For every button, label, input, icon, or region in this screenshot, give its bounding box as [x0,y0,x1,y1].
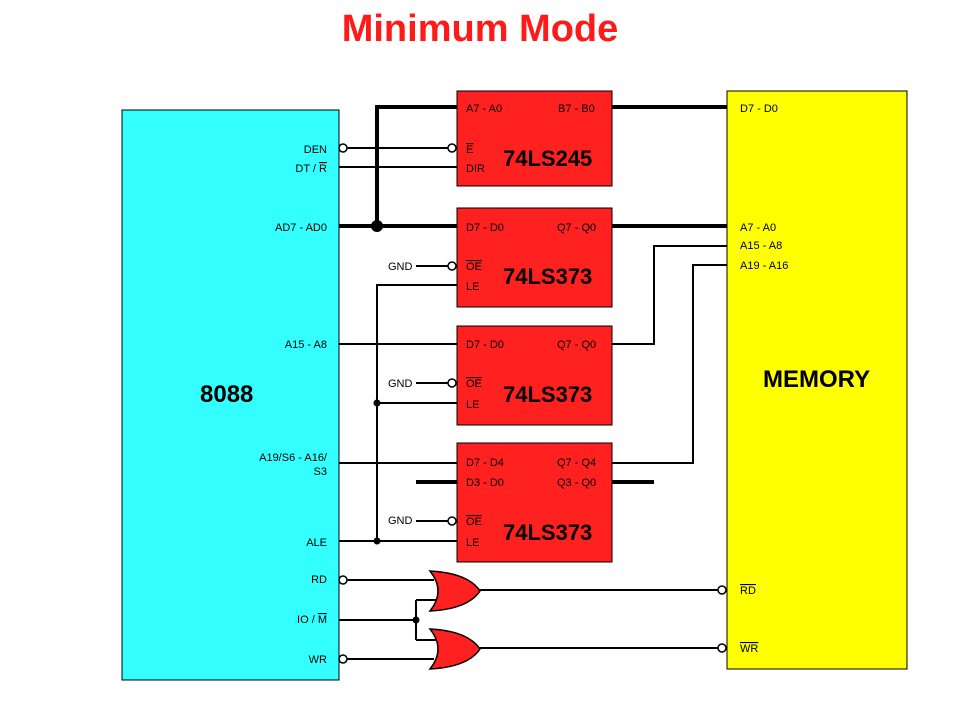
transceiver-pin-e: E [466,144,473,156]
data-bus [339,105,727,484]
transceiver-74ls245 [456,90,613,187]
transceiver-pin-dir: DIR [466,163,485,175]
latch3-pin-q-lo: Q3 - Q0 [557,477,596,489]
latch3-gnd-label: GND [388,515,413,527]
memory-pin-a7: A7 - A0 [740,222,776,234]
memory-name: MEMORY [763,366,870,393]
latch1-pin-d: D7 - D0 [466,222,504,234]
cpu-pin-dtr: DT / R [295,163,327,175]
latch-74ls373-low [456,207,613,308]
transceiver-pin-b: B7 - B0 [558,103,595,115]
latch3-name: 74LS373 [503,520,592,545]
cpu-pin-iom-prefix: IO / [297,614,318,626]
cpu-pin-a19-line1: A19/S6 - A16/ [259,452,328,464]
latch2-pin-q: Q7 - Q0 [557,339,596,351]
cpu-pin-dtr-bar: R [319,163,327,175]
gate-input-wires [339,579,718,660]
cpu-pin-a15: A15 - A8 [285,339,327,351]
latch2-pin-oe: OE [466,378,482,390]
memory-pin-a15: A15 - A8 [740,240,782,252]
memory-pin-wr: WR [740,643,758,655]
ale-junction-dot-2 [373,537,381,545]
cpu-pin-den: DEN [304,144,327,156]
cpu-pin-iom: IO / M [297,614,327,626]
cpu-pin-wr: WR [309,654,327,666]
inversion-bubbles [338,143,727,664]
ale-junction-dot-1 [373,399,381,407]
latch1-name: 74LS373 [503,264,592,289]
latch3-pin-oe: OE [466,516,482,528]
latch2-pin-d: D7 - D0 [466,339,504,351]
latch3-pin-d-lo: D3 - D0 [466,477,504,489]
cpu-pin-a19-line2: S3 [314,466,327,478]
control-wires [339,147,457,542]
latch2-name: 74LS373 [503,382,592,407]
transceiver-name: 74LS245 [503,146,592,171]
iom-junction-dot [412,616,420,624]
cpu-pin-rd: RD [311,574,327,586]
latch3-pin-le: LE [466,537,479,549]
latch1-gnd-label: GND [388,261,413,273]
latch3-pin-q-hi: Q7 - Q4 [557,457,596,469]
latch2-pin-le: LE [466,399,479,411]
or-gate-rd [428,570,481,612]
cpu-name: 8088 [200,381,253,408]
latch1-pin-le: LE [466,281,479,293]
address-wires [339,245,727,464]
latch1-pin-q: Q7 - Q0 [557,222,596,234]
cpu-pin-dtr-prefix: DT / [295,163,319,175]
latch1-pin-oe: OE [466,261,482,273]
latch3-pin-d-hi: D7 - D4 [466,457,504,469]
memory-block [726,90,908,670]
or-gate-wr [428,628,481,670]
memory-pin-a19: A19 - A16 [740,260,788,272]
bus-junction-dot [371,220,383,232]
cpu-pin-iom-bar: M [318,614,327,626]
latch2-gnd-label: GND [388,378,413,390]
transceiver-pin-a: A7 - A0 [466,103,502,115]
page-title: Minimum Mode [341,8,619,50]
memory-pin-d: D7 - D0 [740,103,778,115]
latch-74ls373-mid [456,325,613,426]
latch-74ls373-high [456,442,613,563]
cpu-pin-ad: AD7 - AD0 [275,222,327,234]
cpu-8088-block [121,109,340,681]
memory-pin-rd: RD [740,585,756,597]
cpu-pin-ale: ALE [306,537,327,549]
